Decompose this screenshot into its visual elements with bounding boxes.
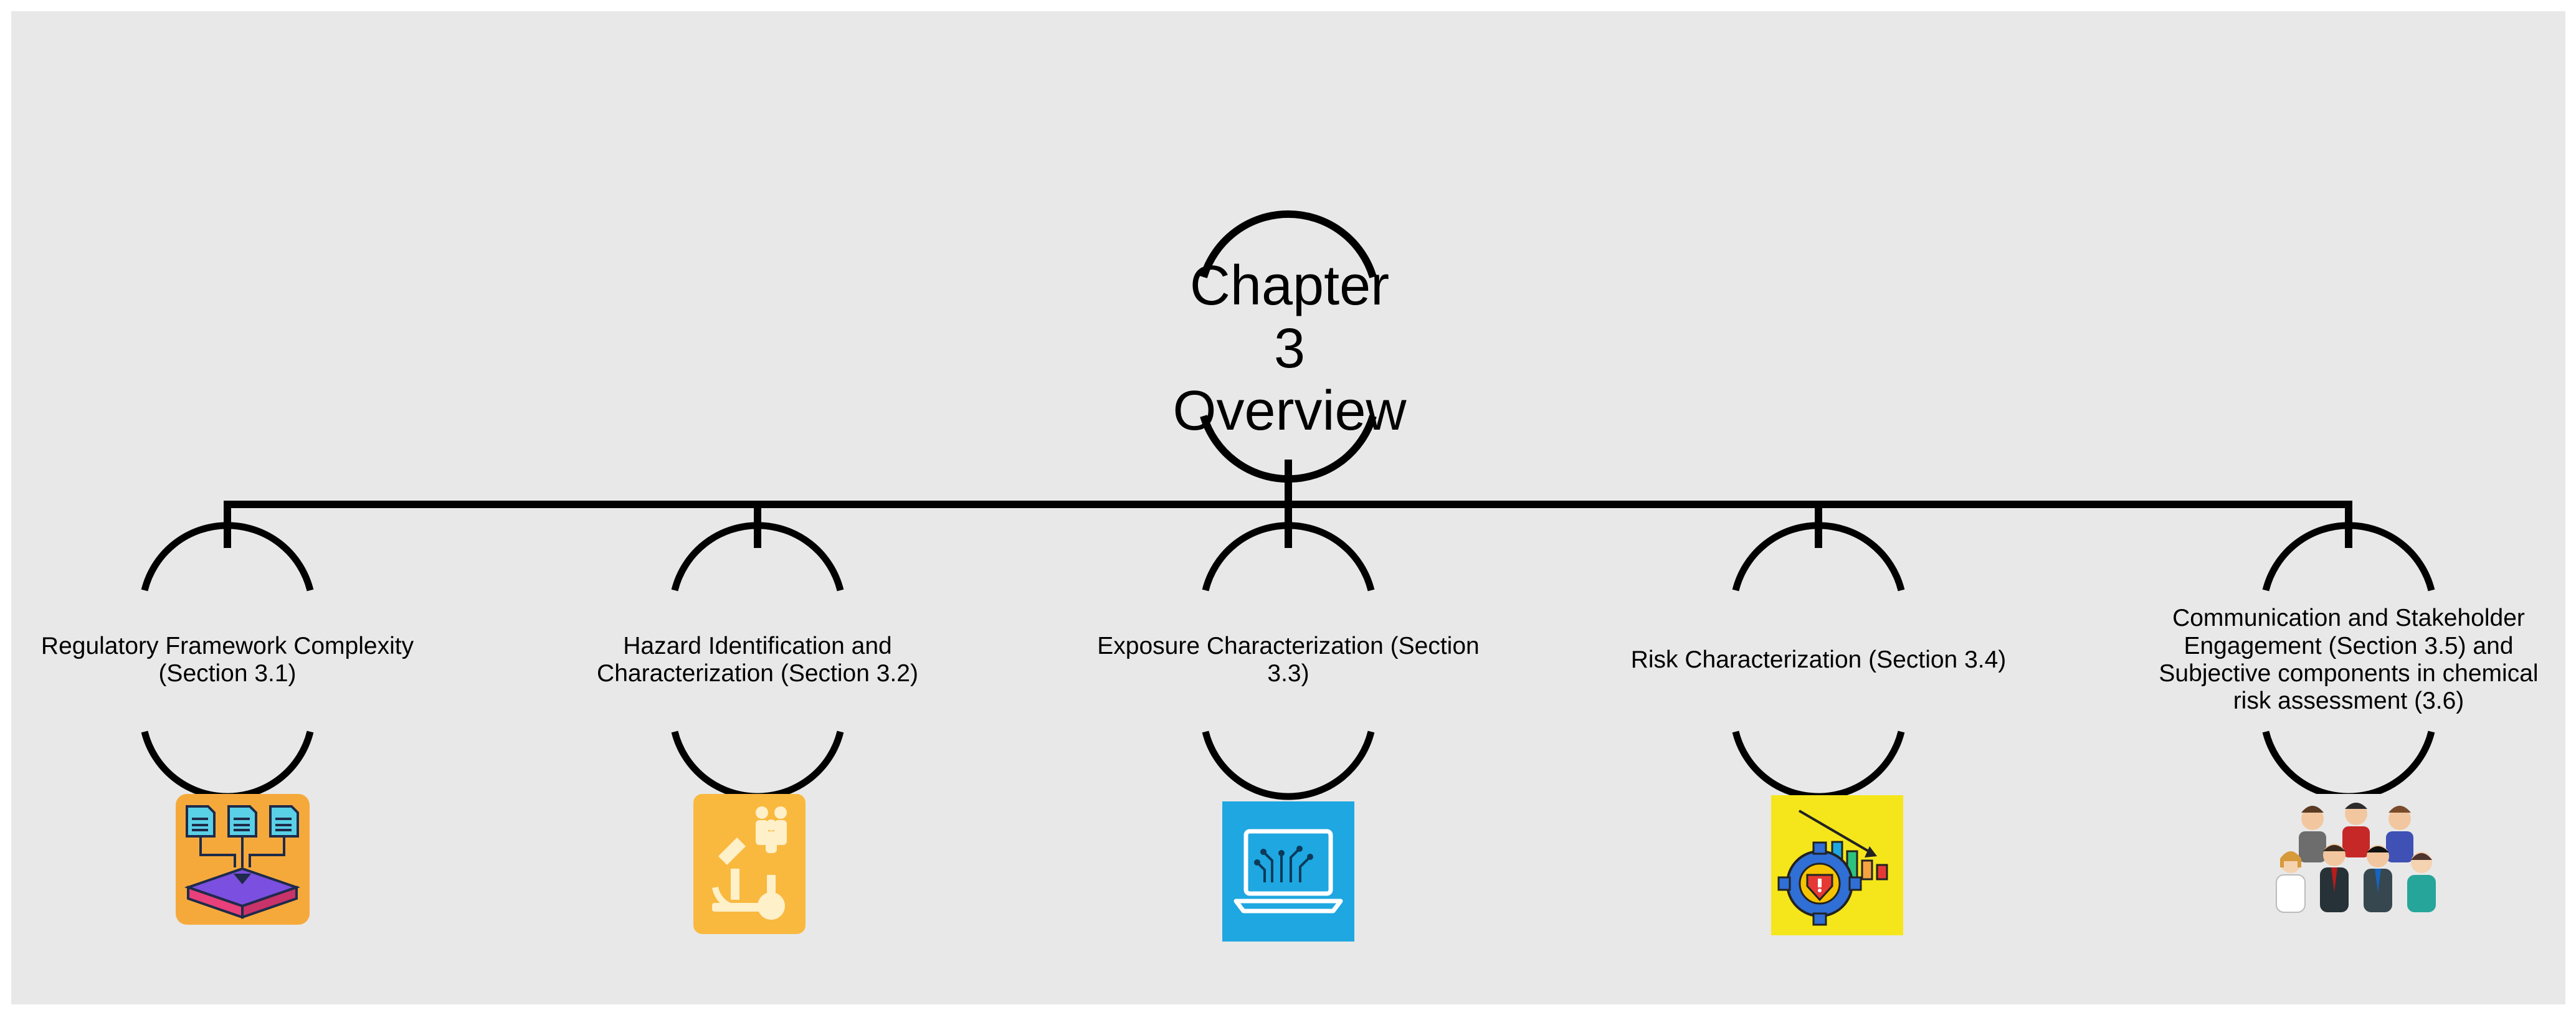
document-stack-inbox-icon <box>176 794 310 925</box>
node-2-arc-bottom <box>671 730 844 800</box>
node-4-arc-top <box>1732 522 1905 592</box>
central-node-line-1: Chapter 3 <box>1189 254 1390 380</box>
connector-lines <box>224 460 2352 548</box>
node-2-arc-top <box>671 522 844 592</box>
node-label-4: Risk Characterization (Section 3.4) <box>1613 585 2024 735</box>
node-label-5: Communication and Stakeholder Engagement… <box>2137 585 2560 735</box>
gear-warning-chart-icon <box>1771 795 1903 935</box>
node-5-arc-bottom <box>2262 730 2435 800</box>
node-2-line-1: Hazard Identification and <box>623 632 892 659</box>
node-1-arc-top <box>141 522 314 592</box>
node-3-line-1: Exposure Characterization (Section <box>1097 632 1480 659</box>
front-row-people <box>2276 844 2436 913</box>
node-1-arc-bottom <box>141 730 314 800</box>
node-3-arc-top <box>1202 522 1375 592</box>
node-5-line-1: Communication and Stakeholder <box>2172 605 2525 632</box>
node-label-2: Hazard Identification and Characterizati… <box>558 585 957 735</box>
node-3-arc-bottom <box>1202 730 1375 800</box>
central-arc-top <box>1200 210 1377 278</box>
node-5-line-3: Subjective components in chemical <box>2159 660 2539 687</box>
central-node-label: Chapter 3 Overview <box>1171 255 1408 443</box>
node-4-arc-bottom <box>1732 730 1905 800</box>
node-4-line-1: Risk Characterization (Section 3.4) <box>1630 646 2007 673</box>
laptop-circuit-icon <box>1222 801 1354 942</box>
node-5-line-2: Engagement (Section 3.5) and <box>2184 632 2514 659</box>
node-label-3: Exposure Characterization (Section 3.3) <box>1083 585 1494 735</box>
node-1-line-2: (Section 3.1) <box>158 660 297 687</box>
stakeholder-group-icon <box>2263 794 2450 925</box>
node-1-line-1: Regulatory Framework Complexity <box>40 632 414 659</box>
central-circle <box>1200 210 1377 483</box>
microscope-flask-people-icon <box>693 794 806 934</box>
node-2-line-2: Characterization (Section 3.2) <box>597 660 918 687</box>
node-3-line-2: 3.3) <box>1267 660 1309 687</box>
node-5-line-4: risk assessment (3.6) <box>2233 687 2464 715</box>
back-row-people <box>2299 803 2413 862</box>
central-arc-bottom <box>1200 415 1377 483</box>
node-5-arc-top <box>2262 522 2435 592</box>
node-label-1: Regulatory Framework Complexity (Section… <box>28 585 427 735</box>
central-node-line-2: Overview <box>1172 380 1407 443</box>
